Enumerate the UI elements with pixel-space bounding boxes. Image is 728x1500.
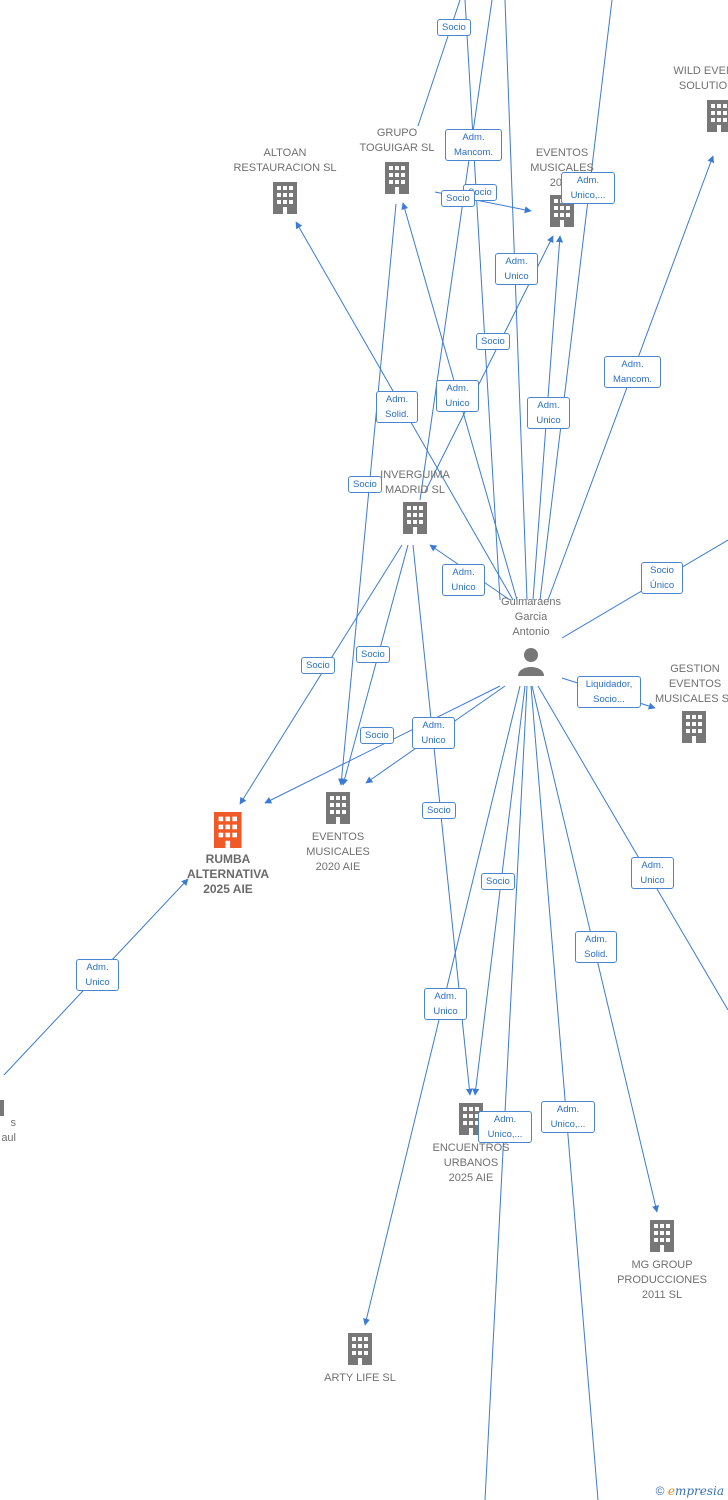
edge-label[interactable]: Adm. Unico,... [561,172,615,204]
company-gestion[interactable]: GESTION EVENTOS MUSICALES SL [650,662,728,745]
company-label: WILD EVENT SOLUTION [673,65,728,92]
company-arty-life[interactable]: ARTY LIFE SL [295,1333,425,1386]
edge-label[interactable]: Socio [441,190,475,207]
company-label: ARTY LIFE SL [324,1372,396,1384]
building-icon [650,1220,674,1252]
company-inverguima[interactable]: INVERGUIMA MADRID SL [350,468,480,536]
edge-label[interactable]: Adm. Unico [436,380,479,412]
edge-label[interactable]: Socio [422,802,456,819]
building-icon [0,1100,4,1116]
edge-label[interactable]: Liquidador, Socio... [577,676,641,708]
edge-label[interactable]: Socio [476,333,510,350]
edge-label[interactable]: Adm. Mancom. [604,356,661,388]
building-icon-focus [214,812,242,848]
company-mg-group[interactable]: MG GROUP PRODUCCIONES 2011 SL [597,1220,727,1303]
company-label: ALTOAN RESTAURACION SL [233,147,337,174]
edge-label[interactable]: Adm. Unico,... [541,1101,595,1133]
company-label: INVERGUIMA MADRID SL [380,469,450,496]
company-encuentros[interactable]: ENCUENTROS URBANOS 2025 AIE [406,1103,536,1186]
person-name: Guimaraens Garcia Antonio [501,596,561,638]
building-icon [385,162,409,194]
company-toguigar[interactable]: GRUPO TOGUIGAR SL [332,126,462,196]
company-eventos-2020[interactable]: EVENTOS MUSICALES 2020 AIE [273,792,403,875]
edge-label[interactable]: Adm. Mancom. [445,129,502,161]
company-wild[interactable]: WILD EVENT SOLUTION [672,64,728,139]
edge-label[interactable]: Socio [481,873,515,890]
edge-label[interactable]: Adm. Solid. [376,391,418,423]
person-icon [518,648,544,676]
edge-label[interactable]: Socio [356,646,390,663]
company-label: GRUPO TOGUIGAR SL [359,127,435,154]
building-icon [707,100,728,132]
edge-label[interactable]: Socio [437,19,471,36]
edge-label[interactable]: Socio [348,476,382,493]
edge-label[interactable]: Adm. Unico [631,857,674,889]
company-label: s aul [1,1117,16,1144]
building-icon [403,502,427,534]
building-icon [348,1333,372,1365]
building-icon [682,711,706,743]
edge-label[interactable]: Adm. Unico,... [478,1111,532,1143]
company-label: EVENTOS MUSICALES 2020 AIE [306,831,370,873]
edge-label[interactable]: Socio Único [641,562,683,594]
company-left-cut[interactable]: s aul [0,1100,20,1146]
edge-label[interactable]: Adm. Solid. [575,931,617,963]
building-icon [273,182,297,214]
edge-label[interactable]: Socio [301,657,335,674]
empresia-watermark: © empresia [655,1484,724,1498]
company-label: RUMBA ALTERNATIVA 2025 AIE [187,852,269,896]
person-node[interactable]: Guimaraens Garcia Antonio [466,595,596,676]
building-icon [326,792,350,824]
company-label: MG GROUP PRODUCCIONES 2011 SL [617,1259,707,1301]
company-rumba-focus[interactable]: RUMBA ALTERNATIVA 2025 AIE [163,812,293,897]
company-label: GESTION EVENTOS MUSICALES SL [654,663,728,705]
edge-label[interactable]: Adm. Unico [412,717,455,749]
edge-label[interactable]: Adm. Unico [495,253,538,285]
edge-label[interactable]: Socio [360,727,394,744]
company-altoan[interactable]: ALTOAN RESTAURACION SL [220,146,350,216]
edge-label[interactable]: Adm. Unico [442,564,485,596]
edge-label[interactable]: Adm. Unico [76,959,119,991]
edge-label[interactable]: Adm. Unico [527,397,570,429]
company-label: ENCUENTROS URBANOS 2025 AIE [432,1142,510,1184]
edge-label[interactable]: Adm. Unico [424,988,467,1020]
